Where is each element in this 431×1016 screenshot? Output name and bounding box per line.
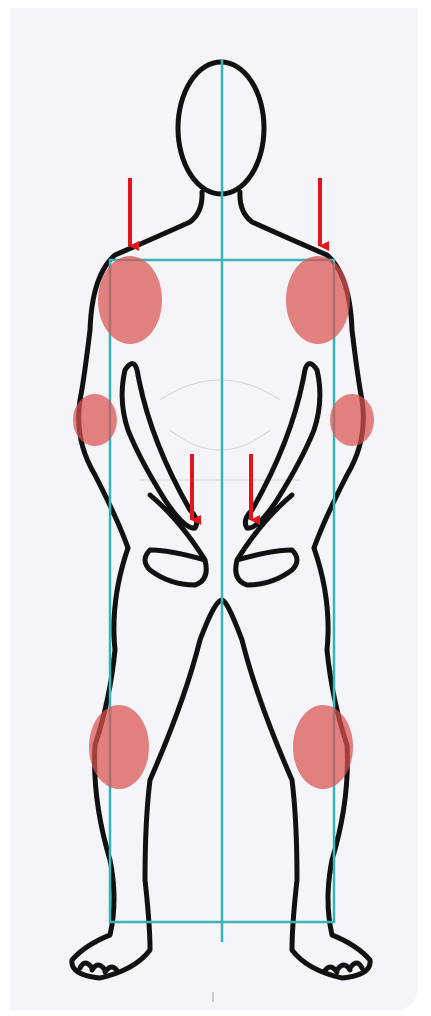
right-shoulder-marker	[286, 256, 350, 344]
right-elbow-marker	[330, 394, 374, 446]
left-knee-marker	[89, 705, 149, 789]
right-knee-marker	[293, 705, 353, 789]
background-card	[10, 8, 418, 1010]
left-elbow-marker	[73, 394, 117, 446]
left-shoulder-marker	[98, 256, 162, 344]
